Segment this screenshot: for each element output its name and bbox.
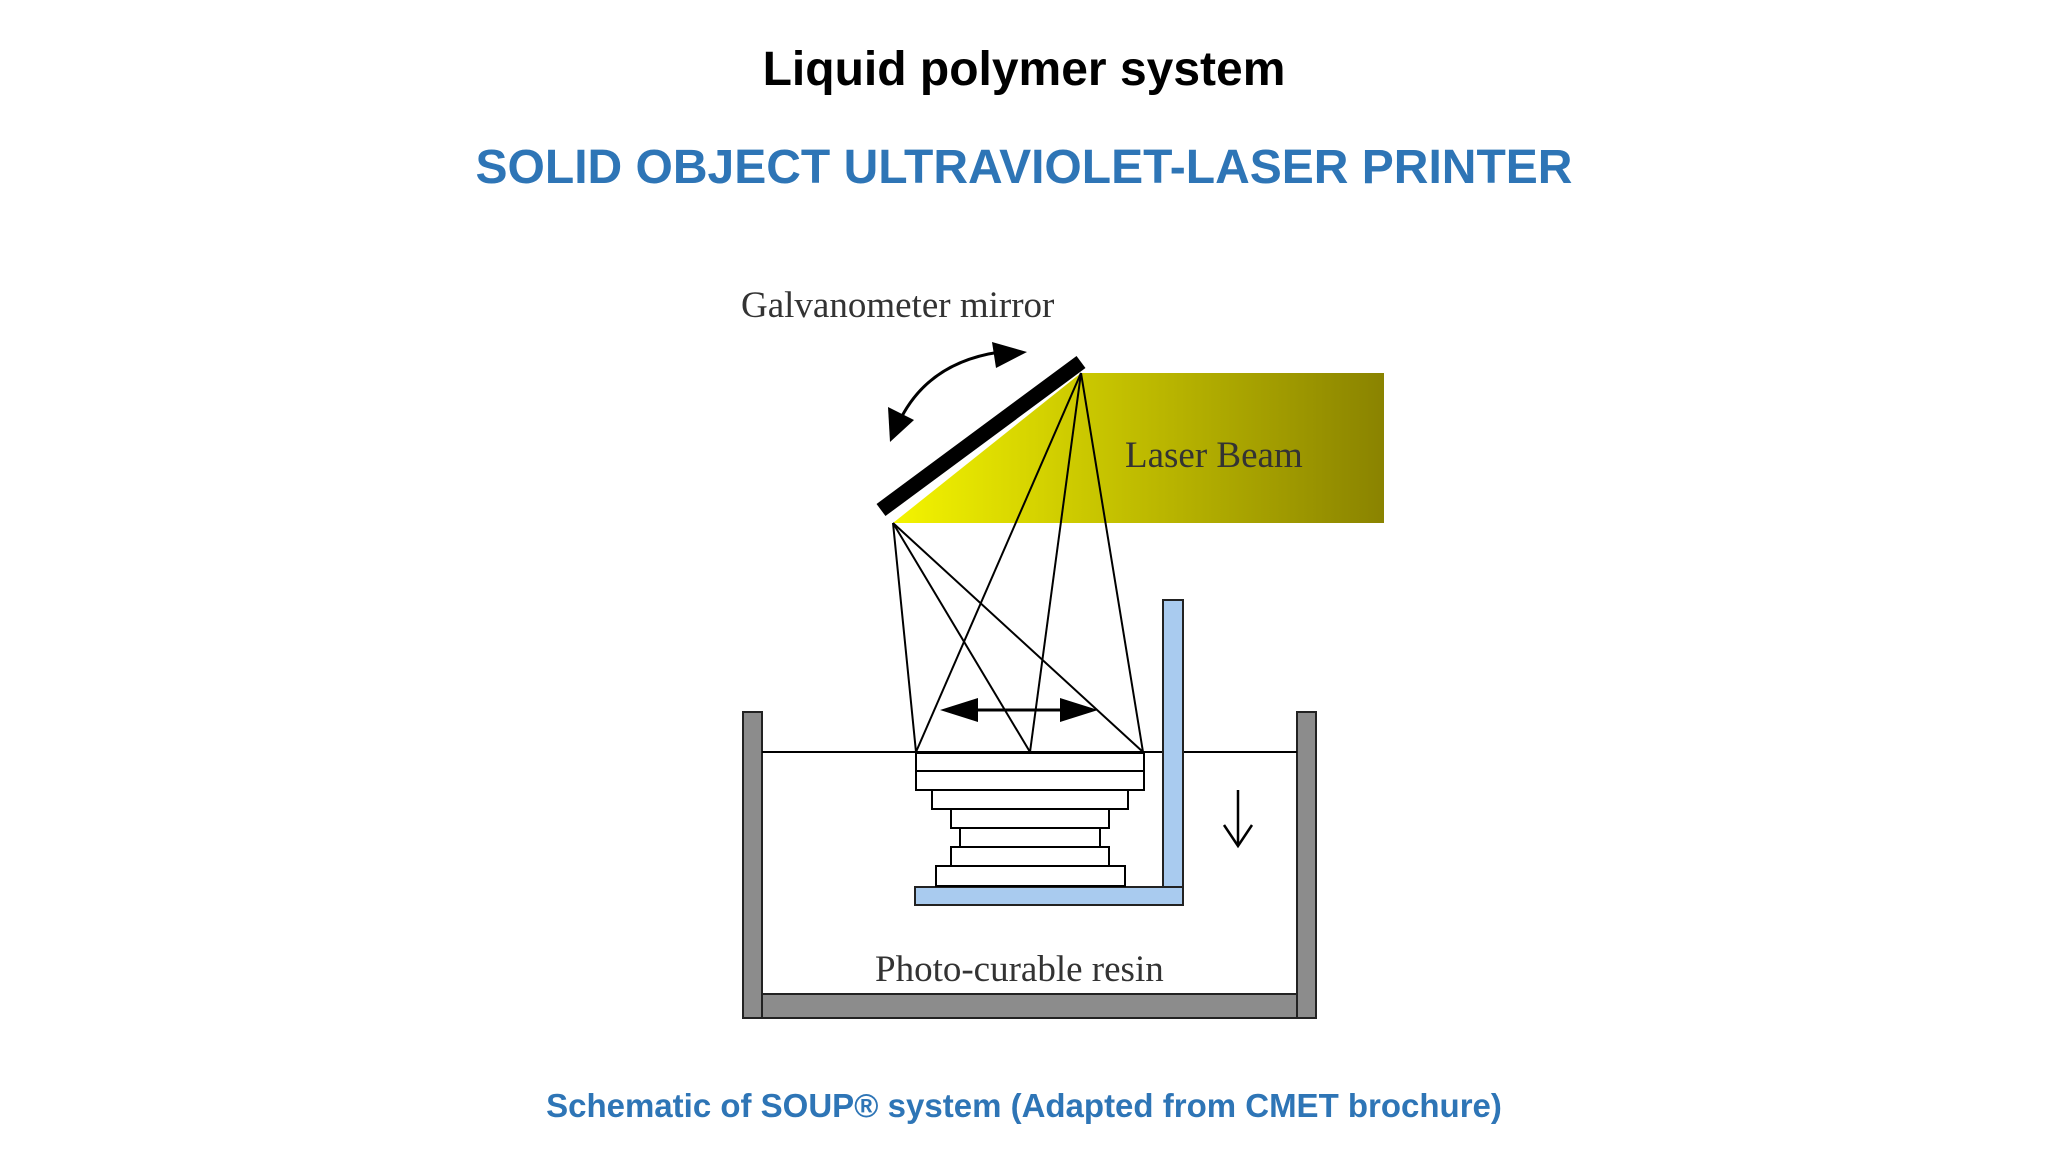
- cured-layers: [915, 752, 1145, 887]
- mirror-label: Galvanometer mirror: [741, 285, 1054, 326]
- galvanometer-mirror: [876, 355, 1086, 517]
- laser-beam: [893, 373, 1384, 523]
- laser-rays: [892, 372, 1144, 753]
- elevator-platform: [914, 599, 1184, 906]
- resin-label: Photo-curable resin: [875, 949, 1164, 990]
- slide-title: Liquid polymer system: [762, 43, 1286, 96]
- curved-double-arrow-icon: [888, 342, 1027, 442]
- slide-subtitle: SOLID OBJECT ULTRAVIOLET-LASER PRINTER: [475, 141, 1573, 194]
- laser-label: Laser Beam: [1125, 435, 1303, 476]
- figure-caption: Schematic of SOUP® system (Adapted from …: [546, 1087, 1502, 1124]
- resin-vat: [742, 711, 1317, 1019]
- horizontal-double-arrow-icon: [940, 698, 1098, 722]
- down-arrow-icon: [1222, 790, 1254, 849]
